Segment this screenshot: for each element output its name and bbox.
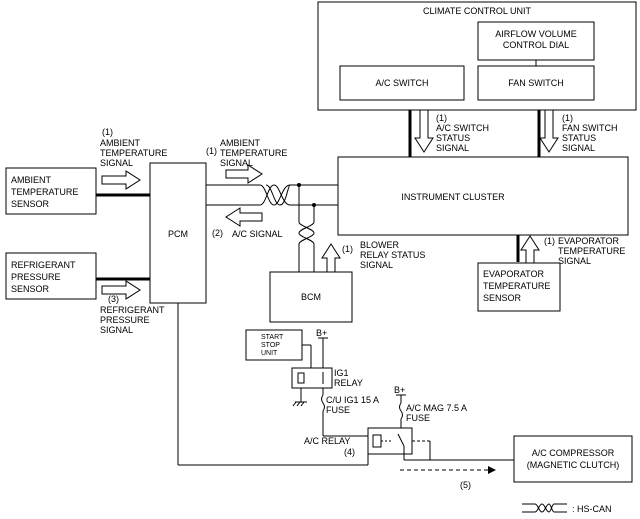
ac-signal-num: (2) (212, 228, 223, 238)
evaporator-temp-line3: SIGNAL (558, 256, 591, 266)
fan-switch-label: FAN SWITCH (508, 78, 564, 88)
refrigerant-in-line3: SIGNAL (100, 325, 133, 335)
ground-hatch-1 (292, 401, 297, 407)
instrument-cluster-box (337, 156, 629, 236)
cu-fuse-line1: C/U IG1 15 A (326, 395, 379, 405)
instrument-cluster-label: INSTRUMENT CLUSTER (401, 192, 505, 202)
evaporator-sensor-line1: EVAPORATOR (483, 269, 545, 279)
ambient-temp-in-line1: AMBIENT (100, 138, 141, 148)
ac-relay-label: A/C RELAY (304, 436, 350, 446)
airflow-dial-label-2: CONTROL DIAL (503, 40, 569, 50)
ac-mag-fuse-line1: A/C MAG 7.5 A (406, 403, 467, 413)
ig1-relay-line1: IG1 (334, 368, 349, 378)
ac-switch-label: A/C SWITCH (376, 78, 429, 88)
clutch-arrowhead (488, 466, 496, 474)
ac-switch-status-line3: SIGNAL (436, 143, 469, 153)
can-twist-bcm (297, 221, 316, 245)
climate-control-unit-label: CLIMATE CONTROL UNIT (423, 6, 532, 16)
blower-relay-arrow (321, 243, 341, 273)
refrigerant-sensor-line1: REFRIGERANT (11, 260, 76, 270)
refrigerant-in-line1: REFRIGERANT (100, 305, 165, 315)
ac-mag-fuse-line2: FUSE (406, 413, 430, 423)
ambient-temp-in-line3: SIGNAL (100, 158, 133, 168)
ambient-temp-in-arrow (101, 170, 141, 190)
ground-hatch-3 (300, 401, 305, 407)
refrigerant-in-num: (3) (108, 294, 119, 304)
pcm-label: PCM (168, 229, 188, 239)
airflow-dial-box (477, 21, 595, 61)
fan-switch-status-num: (1) (562, 113, 573, 123)
ambient-temp-in-num: (1) (102, 127, 113, 137)
ac-switch-status-line2: STATUS (436, 133, 470, 143)
refrigerant-sensor-line3: SENSOR (11, 284, 50, 294)
ig1-relay-coil (297, 372, 305, 384)
refrigerant-in-line2: PRESSURE (100, 315, 150, 325)
refrigerant-sensor-box (5, 252, 97, 300)
ac-compressor-box (513, 435, 633, 483)
ambient-temp-out-line2: TEMPERATURE (220, 148, 287, 158)
ambient-temp-out-num: (1) (206, 146, 217, 156)
evaporator-temp-line1: EVAPORATOR (558, 236, 620, 246)
bcm-label: BCM (301, 292, 321, 302)
start-stop-line2: STOP (261, 342, 280, 349)
ambient-sensor-line1: AMBIENT (11, 175, 52, 185)
fan-switch-status-line3: SIGNAL (562, 143, 595, 153)
blower-relay-line1: BLOWER (360, 240, 400, 250)
ac-signal-arrow (225, 207, 263, 227)
ambient-sensor-line3: SENSOR (11, 199, 50, 209)
refrigerant-sensor-line2: PRESSURE (11, 272, 61, 282)
ac-compressor-line1: A/C COMPRESSOR (532, 448, 615, 458)
evaporator-sensor-line3: SENSOR (483, 293, 522, 303)
cu-fuse-icon (321, 394, 325, 412)
ig1-relay-line2: RELAY (334, 378, 363, 388)
evaporator-sensor-box (477, 262, 561, 312)
ac-relay-coil (372, 434, 382, 448)
fan-switch-status-arrow (539, 109, 559, 153)
evaporator-temp-line2: TEMPERATURE (558, 246, 625, 256)
ac-switch-status-line1: A/C SWITCH (436, 123, 489, 133)
ambient-temp-out-line1: AMBIENT (220, 138, 261, 148)
fan-switch-status-line1: FAN SWITCH (562, 123, 618, 133)
b-plus-2: B+ (394, 385, 405, 395)
ground-hatch-2 (296, 401, 301, 407)
bcm-box (269, 271, 353, 323)
ambient-sensor-line2: TEMPERATURE (11, 187, 78, 197)
fan-switch-status-line2: STATUS (562, 133, 596, 143)
evaporator-sensor-line2: TEMPERATURE (483, 281, 550, 291)
ambient-temp-out-line3: SIGNAL (220, 158, 253, 168)
ac-signal-label: A/C SIGNAL (232, 229, 283, 239)
start-stop-line1: START (261, 334, 284, 341)
ac-relay-switch (397, 433, 405, 447)
clutch-num: (5) (460, 480, 471, 490)
airflow-dial-label-1: AIRFLOW VOLUME (495, 29, 577, 39)
blower-relay-line2: RELAY STATUS (360, 250, 425, 260)
ac-switch-status-arrow (414, 109, 434, 153)
refrigerant-in-arrow (101, 280, 141, 300)
ac-switch-box (339, 65, 465, 101)
blower-relay-line3: SIGNAL (360, 260, 393, 270)
evaporator-temp-arrow (520, 235, 540, 264)
evaporator-temp-num: (1) (544, 236, 555, 246)
ambient-temp-in-line2: TEMPERATURE (100, 148, 167, 158)
start-stop-line3: UNIT (261, 350, 278, 357)
hs-can-legend-icon (522, 503, 567, 513)
ac-switch-status-num: (1) (436, 113, 447, 123)
can-twist-pcm (259, 183, 291, 207)
ac-compressor-line2: (MAGNETIC CLUTCH) (527, 460, 620, 470)
cu-fuse-line2: FUSE (326, 405, 350, 415)
b-plus-1: B+ (316, 328, 327, 338)
ambient-sensor-box (5, 167, 97, 215)
ambient-temp-out-arrow (225, 164, 263, 184)
ac-relay-num: (4) (344, 447, 355, 457)
ac-mag-fuse-icon (399, 402, 403, 420)
fan-switch-box (477, 65, 595, 101)
blower-relay-num: (1) (342, 244, 353, 254)
hs-can-legend-label: : HS-CAN (572, 504, 612, 514)
